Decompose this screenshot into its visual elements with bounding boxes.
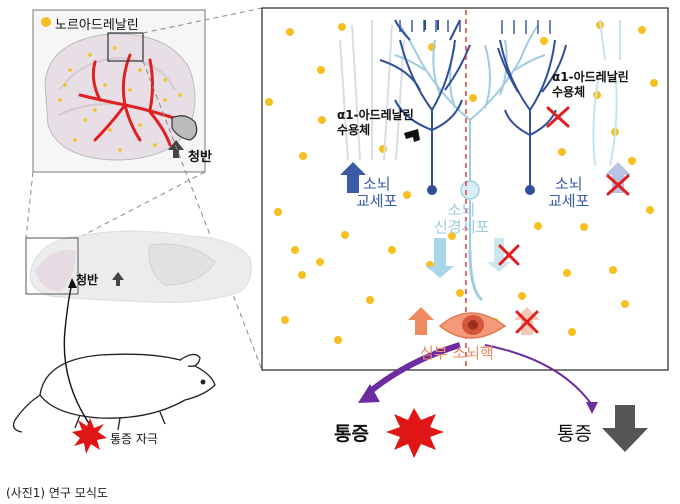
brain-inset <box>44 32 198 161</box>
glia-left-soma <box>427 185 437 195</box>
mouse-illustration <box>12 353 216 433</box>
glia-right-top-fibers <box>501 20 551 34</box>
glia-right-line1: 소뇌 <box>554 175 583 193</box>
receptor-left-line2: 수용체 <box>337 123 371 137</box>
nucleus-up-arrow-icon <box>408 307 434 335</box>
locus-coeruleus <box>171 115 198 141</box>
pain-starburst-small-icon <box>72 418 107 454</box>
connector-bottom <box>142 60 263 371</box>
glia-left-up-arrow-icon <box>340 162 366 193</box>
glia-left-line1: 소뇌 <box>362 175 391 193</box>
purkinje-neuron <box>394 24 546 302</box>
receptor-left-label: α1-아드레날린 수용체 <box>337 108 414 138</box>
output-arrow-left <box>370 342 461 393</box>
pain-increase-label: 통증 <box>334 423 369 445</box>
purkinje-soma <box>460 180 480 200</box>
noradrenaline-dots-inset <box>58 46 182 152</box>
glia-right-up-arrow-icon <box>605 162 631 193</box>
purkinje-dendrites-right-faded <box>592 19 621 166</box>
noradrenergic-axons <box>78 53 182 147</box>
connector-inset-right <box>77 171 206 239</box>
figure-caption: (사진1) 연구 모식도 <box>6 486 108 500</box>
pain-starburst-large-icon <box>386 408 444 458</box>
glia-right <box>497 39 567 188</box>
pathway-arrow-icon <box>68 278 77 288</box>
glia-left-line2: 교세포 <box>356 192 398 210</box>
neuron-down-arrow-icon <box>426 238 454 278</box>
noradrenaline-dots-main <box>265 21 658 344</box>
pain-pathway-line <box>63 282 91 426</box>
glia-dendrites-left-faded <box>339 20 405 161</box>
neuron-down-arrow-faded-icon <box>487 238 511 272</box>
deep-cerebellar-nucleus-cell <box>438 312 507 339</box>
receptor-right-line1: α1-아드레날린 <box>552 70 629 84</box>
glia-right-soma <box>525 185 535 195</box>
neuron-line2: 신경세포 <box>434 218 490 236</box>
output-arrow-right <box>484 344 593 406</box>
output-arrowhead-right-icon <box>586 402 598 414</box>
mouse-brain-locus-label: 청반 <box>76 273 99 287</box>
pain-decrease-arrow-icon <box>602 405 648 452</box>
glia-right-blocked-icon <box>606 174 630 196</box>
nucleus-blocked-icon <box>515 310 539 334</box>
connector-top <box>142 7 263 34</box>
receptor-right-line2: 수용체 <box>552 85 586 99</box>
nucleus-label: 심부 소뇌핵 <box>420 344 494 362</box>
zoom-region <box>107 32 144 62</box>
glia-right-line2: 교세포 <box>548 192 590 210</box>
glia-left <box>379 19 471 188</box>
neuron-blocked-icon <box>498 244 520 266</box>
output-arrowhead-left-icon <box>358 384 380 403</box>
up-arrow-small-icon <box>112 272 124 286</box>
pain-decrease-label: 통증 <box>557 423 592 445</box>
receptor-right-label: α1-아드레날린 수용체 <box>552 70 629 100</box>
glia-right-label: 소뇌 교세포 <box>548 176 589 210</box>
up-arrow-icon <box>168 140 184 158</box>
connector-inset-left <box>25 171 34 239</box>
receptor-left-line1: α1-아드레날린 <box>337 108 414 122</box>
neuron-line1: 소뇌 <box>447 201 476 219</box>
legend-dot <box>41 17 51 27</box>
receptor-marker-left <box>404 129 420 142</box>
glia-left-label: 소뇌 교세포 <box>356 176 397 210</box>
receptor-blocked-icon <box>546 106 570 128</box>
mouse-brain-zoom-box <box>25 237 79 295</box>
neuron-label: 소뇌 신경세포 <box>434 202 489 236</box>
glia-left-top-fibers <box>399 20 461 32</box>
mouse-brain-sagittal <box>29 230 252 304</box>
legend-noradrenaline-label: 노르아드레날린 <box>55 18 139 33</box>
stimulus-label: 통증 자극 <box>110 432 158 446</box>
inset-locus-label: 청반 <box>188 150 212 165</box>
